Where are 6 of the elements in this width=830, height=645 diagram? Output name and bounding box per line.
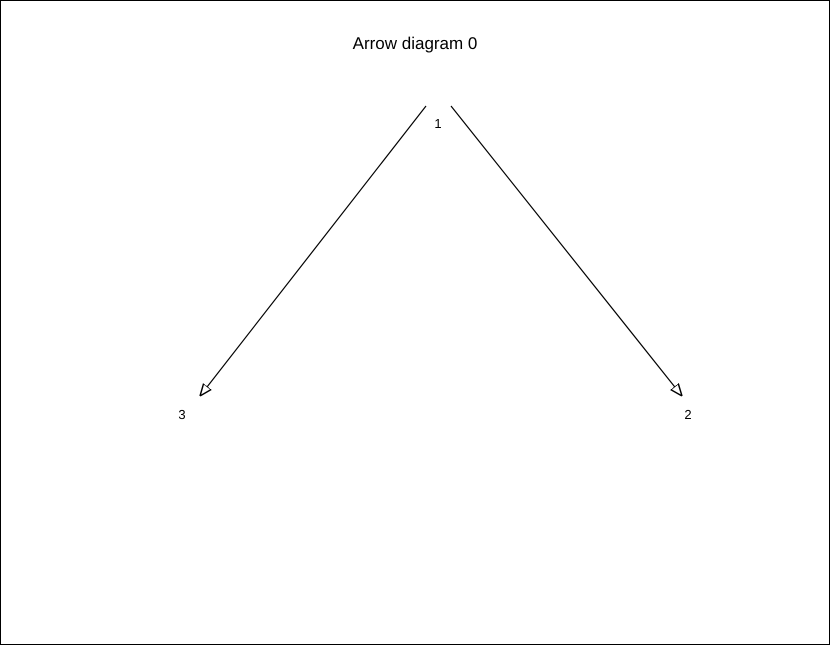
diagram-title: Arrow diagram 0 — [352, 34, 478, 54]
node-label: 2 — [668, 396, 708, 432]
node-label: 3 — [162, 396, 202, 432]
node-label: 1 — [422, 106, 454, 140]
arrow — [450, 106, 683, 397]
arrow — [199, 106, 426, 397]
